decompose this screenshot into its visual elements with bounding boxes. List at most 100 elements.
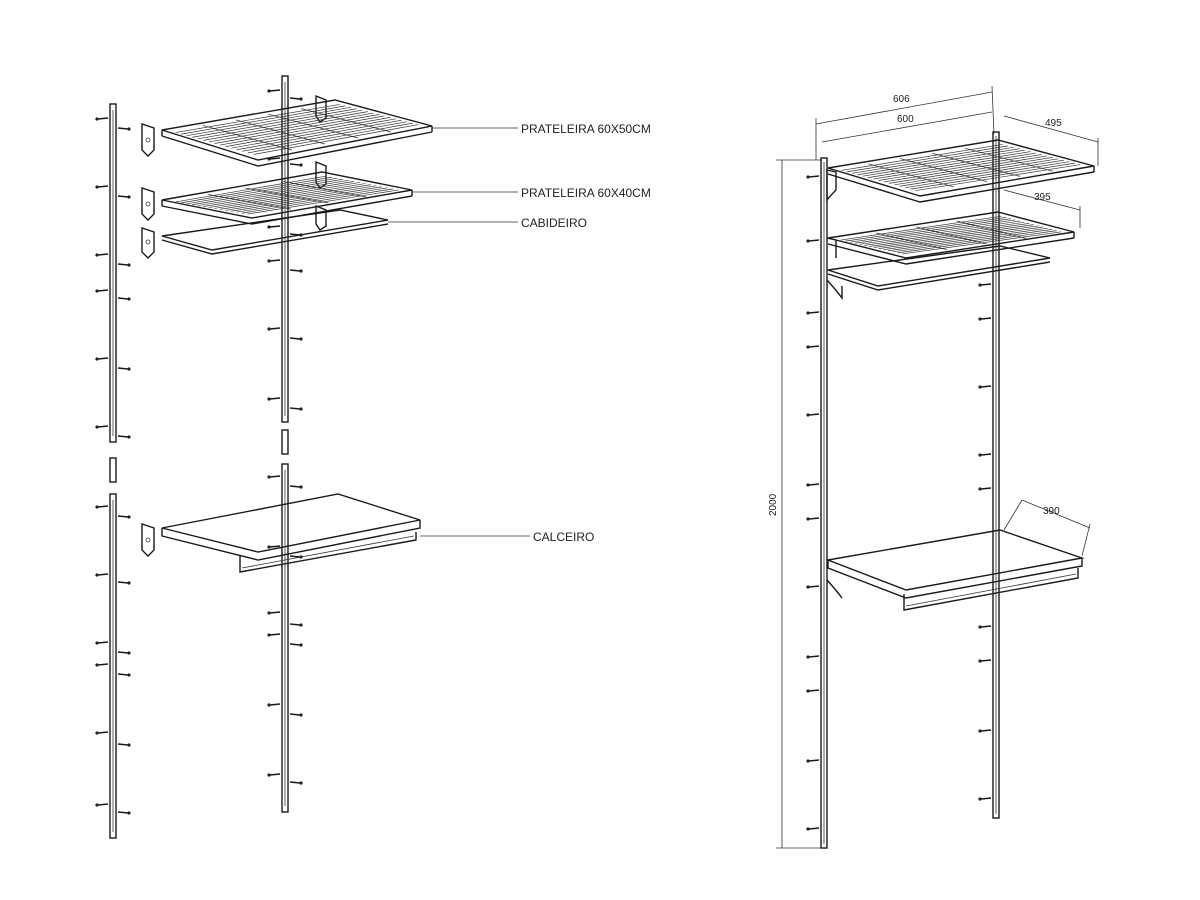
label-hanger: CABIDEIRO: [521, 216, 587, 230]
assembled-shelf-top: [827, 139, 1095, 203]
wire: [181, 176, 333, 204]
wire: [253, 124, 419, 155]
peg: [806, 345, 820, 349]
peg: [267, 773, 281, 777]
wire: [899, 159, 1064, 187]
peg: [95, 253, 109, 257]
dimension-depth-top: [1003, 115, 1099, 166]
peg: [806, 175, 820, 179]
peg: [95, 663, 109, 667]
label-leaders: [388, 127, 530, 537]
assembled-bracket-shoe: [826, 579, 843, 599]
peg: [978, 729, 992, 733]
peg: [289, 713, 303, 717]
assembled-bracket-mid: [826, 237, 837, 258]
wire: [841, 144, 1003, 171]
wire: [846, 145, 1009, 173]
exploded-view: PRATELEIRA 60X50CM PRATELEIRA 60X40CM CA…: [95, 75, 651, 839]
peg: [806, 483, 820, 487]
label-shoe-rack: CALCEIRO: [533, 530, 594, 544]
peg: [117, 515, 131, 519]
peg: [117, 127, 131, 131]
wire: [197, 179, 349, 207]
peg: [978, 487, 992, 491]
peg: [806, 517, 820, 521]
wire: [857, 148, 1020, 176]
wire: [883, 226, 1044, 251]
peg: [267, 475, 281, 479]
wire: [878, 154, 1042, 181]
peg: [95, 573, 109, 577]
dimension-width-inner: [821, 111, 993, 143]
wire: [175, 104, 340, 133]
peg: [117, 811, 131, 815]
hanger-rail: [161, 209, 389, 255]
peg: [267, 703, 281, 707]
wire: [236, 119, 402, 151]
wire: [867, 151, 1031, 178]
dimension-depth-shoe: [1003, 499, 1091, 557]
peg: [978, 453, 992, 457]
dimension-390: 390: [1043, 506, 1060, 517]
wire: [878, 225, 1039, 249]
assembled-view: 606 600 495 395 390 2000: [768, 85, 1099, 849]
wire: [873, 152, 1036, 180]
peg: [289, 337, 303, 341]
wire: [225, 185, 377, 211]
wire: [203, 111, 368, 141]
shelf-60x40: [161, 171, 413, 225]
wire: [864, 221, 1025, 246]
wire: [905, 161, 1070, 189]
peg: [267, 397, 281, 401]
dimension-height: [776, 159, 822, 849]
peg: [267, 327, 281, 331]
wire: [845, 217, 1007, 242]
peg: [289, 97, 303, 101]
shoe-rack: [161, 493, 421, 573]
peg: [806, 655, 820, 659]
wire: [207, 194, 291, 210]
peg: [267, 633, 281, 637]
left-connector: [109, 457, 117, 483]
peg: [806, 689, 820, 693]
peg: [95, 185, 109, 189]
peg: [117, 673, 131, 677]
shelf-60x50: [161, 99, 433, 167]
assembled-screws: [806, 175, 992, 831]
peg: [267, 545, 281, 549]
peg: [117, 651, 131, 655]
peg: [95, 117, 109, 121]
peg: [267, 611, 281, 615]
peg: [117, 263, 131, 267]
peg: [289, 269, 303, 273]
peg: [978, 385, 992, 389]
peg: [978, 625, 992, 629]
assembled-bracket-top: [826, 169, 837, 203]
peg: [267, 89, 281, 93]
dimension-2000: 2000: [768, 493, 779, 516]
wire: [892, 229, 1053, 253]
bracket-shoe: [141, 523, 155, 557]
bracket-middle: [141, 187, 155, 221]
assembled-shelf-middle: [827, 211, 1075, 265]
peg: [806, 239, 820, 243]
peg: [806, 413, 820, 417]
wire: [236, 187, 388, 213]
peg: [806, 759, 820, 763]
wire: [241, 188, 393, 214]
wire: [186, 177, 338, 205]
left-upright-upper: [109, 103, 117, 443]
peg: [289, 163, 303, 167]
wire: [197, 109, 363, 140]
bracket-top: [141, 123, 155, 157]
dimension-600: 600: [897, 114, 914, 125]
wire: [915, 164, 1081, 191]
wire: [897, 230, 1057, 254]
wire: [192, 108, 357, 138]
wire: [851, 146, 1014, 174]
right-upright-upper: [281, 75, 289, 423]
wire: [283, 181, 367, 198]
wire: [208, 112, 374, 143]
peg: [117, 367, 131, 371]
wire: [889, 157, 1053, 184]
